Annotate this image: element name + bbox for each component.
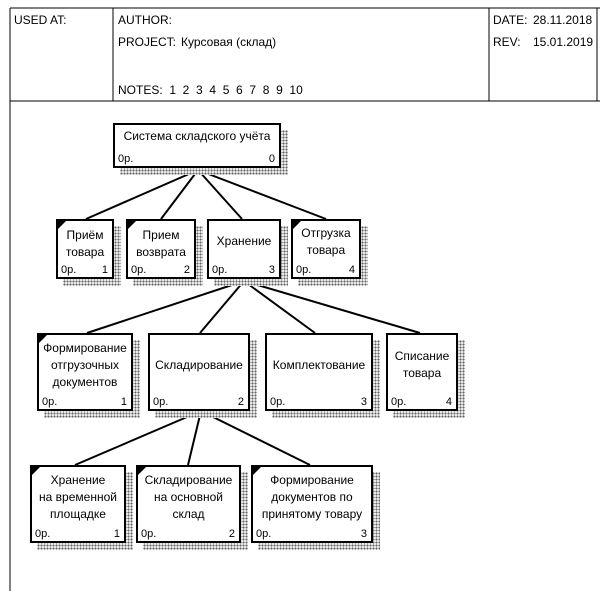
node-cost: 0р. xyxy=(153,396,169,408)
node-number: 4 xyxy=(445,396,452,408)
node-title: Хранение на временной площадке xyxy=(39,473,117,521)
node-root[interactable]: Система складского учёта 0р. 0 xyxy=(113,123,281,168)
node-3-3[interactable]: Комплектование 0р. 3 xyxy=(265,333,373,411)
corner-marker xyxy=(39,335,47,343)
node-title: Формирование отгрузочных документов xyxy=(43,341,127,389)
node-3-1[interactable]: Формирование отгрузочных документов 0р. … xyxy=(37,333,133,411)
node-title: Складирование xyxy=(155,358,243,372)
node-number: 1 xyxy=(113,528,120,540)
node-cost: 0р. xyxy=(118,153,134,165)
node-number: 0 xyxy=(268,153,275,165)
node-3-4[interactable]: Списание товара 0р. 4 xyxy=(386,333,458,411)
node-number: 4 xyxy=(348,264,355,276)
connectors xyxy=(74,169,421,466)
node-title: Отгрузка товара xyxy=(301,226,351,257)
rev-label: REV: xyxy=(493,35,521,49)
rev-value: 15.01.2019 xyxy=(533,35,594,49)
corner-marker xyxy=(32,467,40,475)
node-title: Формирование документов по принятому тов… xyxy=(261,473,363,521)
project-label: PROJECT: xyxy=(118,35,177,49)
node-cost: 0р. xyxy=(141,528,157,540)
node-cost: 0р. xyxy=(42,396,58,408)
corner-marker xyxy=(293,221,301,229)
node-cost: 0р. xyxy=(35,528,51,540)
date-value: 28.11.2018 xyxy=(533,13,593,27)
corner-marker xyxy=(253,467,261,475)
author-label: AUTHOR: xyxy=(118,13,172,27)
node-4[interactable]: Отгрузка товара 0р. 4 xyxy=(291,219,361,279)
node-3-2-3[interactable]: Формирование документов по принятому тов… xyxy=(251,465,373,543)
node-number: 2 xyxy=(237,396,244,408)
node-cost: 0р. xyxy=(391,396,407,408)
node-1[interactable]: Приём товара 0р. 1 xyxy=(56,219,114,279)
node-2[interactable]: Прием возврата 0р. 2 xyxy=(126,219,196,279)
corner-marker xyxy=(128,221,136,229)
node-cost: 0р. xyxy=(61,264,77,276)
corner-marker xyxy=(138,467,146,475)
node-3[interactable]: Хранение 0р. 3 xyxy=(207,219,281,279)
node-number: 1 xyxy=(101,264,108,276)
node-number: 2 xyxy=(228,528,235,540)
node-number: 3 xyxy=(268,264,275,276)
node-title: Приём товара xyxy=(65,228,105,259)
node-title: Комплектование xyxy=(272,358,366,372)
node-title: Система складского учёта xyxy=(123,129,271,143)
corner-marker xyxy=(58,221,66,229)
node-title: Хранение xyxy=(216,234,272,248)
node-3-2[interactable]: Складирование 0р. 2 xyxy=(148,333,250,411)
node-number: 2 xyxy=(183,264,190,276)
node-number: 3 xyxy=(360,528,367,540)
notes-label: NOTES: 1 2 3 4 5 6 7 8 9 10 xyxy=(118,83,303,97)
node-cost: 0р. xyxy=(256,528,272,540)
date-label: DATE: xyxy=(493,13,528,27)
node-cost: 0р. xyxy=(270,396,286,408)
node-title: Складирование на основной склад xyxy=(144,473,233,521)
node-cost: 0р. xyxy=(131,264,147,276)
node-cost: 0р. xyxy=(212,264,228,276)
used-at-label: USED AT: xyxy=(14,13,67,27)
node-3-2-1[interactable]: Хранение на временной площадке 0р. 1 xyxy=(30,465,126,543)
node-number: 1 xyxy=(120,396,127,408)
node-number: 3 xyxy=(360,396,367,408)
project-name: Курсовая (склад) xyxy=(181,35,277,49)
node-3-2-2[interactable]: Складирование на основной склад 0р. 2 xyxy=(136,465,241,543)
node-title: Прием возврата xyxy=(136,228,186,259)
node-cost: 0р. xyxy=(296,264,312,276)
node-title: Списание товара xyxy=(394,349,450,380)
